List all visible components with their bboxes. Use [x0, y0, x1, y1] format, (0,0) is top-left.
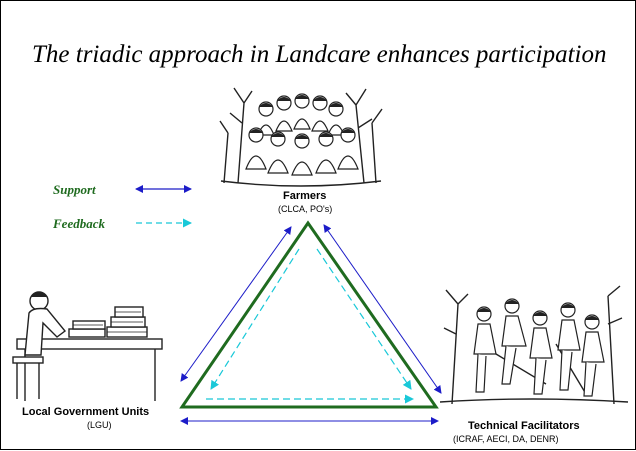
farmers-group-illustration: [219, 87, 383, 187]
lgu-sublabel: (LGU): [87, 420, 112, 430]
feedback-arrow-farmers-lgu: [210, 248, 300, 390]
slide-title: The triadic approach in Landcare enhance…: [32, 41, 607, 68]
farmers-label: Farmers: [283, 190, 327, 202]
feedback-arrow-farmers-technical: [316, 248, 412, 390]
farmers-sublabel: (CLCA, PO's): [278, 204, 333, 214]
technical-label: Technical Facilitators: [468, 420, 580, 432]
legend-support-label: Support: [53, 182, 96, 197]
technical-sublabel: (ICRAF, AECI, DA, DENR): [453, 434, 559, 444]
lgu-label: Local Government Units: [22, 406, 150, 418]
triangle-outline: [179, 220, 439, 409]
support-arrow-lgu-farmers: [180, 226, 292, 382]
legend-feedback-label: Feedback: [53, 216, 105, 231]
field-workers-illustration: [439, 285, 629, 405]
desk-worker-illustration: [12, 291, 163, 401]
support-arrow-farmers-technical: [323, 224, 442, 394]
